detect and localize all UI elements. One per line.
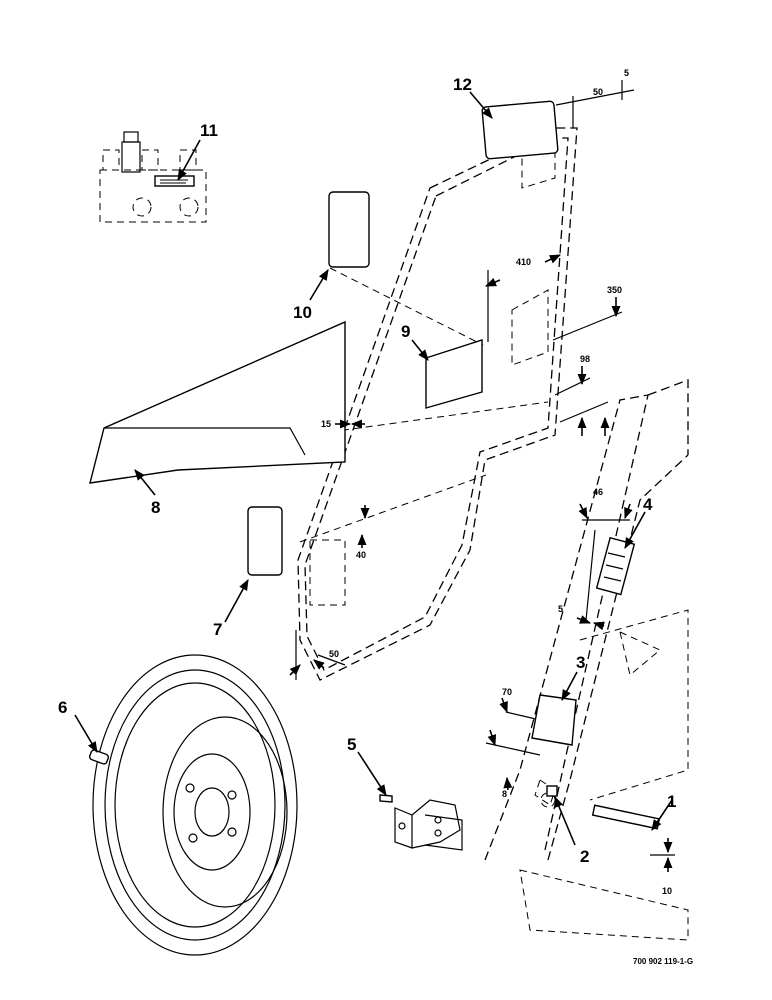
callout-6: 6: [58, 698, 67, 717]
dimension-70: 70: [502, 687, 512, 697]
decal-5-bracket: [379, 794, 463, 851]
callout-2: 2: [580, 847, 589, 866]
callout-9: 9: [401, 322, 410, 341]
dimension-15: 15: [321, 419, 331, 429]
dimension-350: 350: [607, 285, 622, 295]
side-shield-drawing: [247, 100, 578, 681]
decal-2: [546, 785, 558, 797]
decal-7: [247, 506, 283, 576]
dimension-46: 46: [593, 487, 603, 497]
callout-5: 5: [347, 735, 356, 754]
decal-3: [531, 694, 577, 746]
dimension-40: 40: [356, 550, 366, 560]
callout-8: 8: [151, 498, 160, 517]
decal-11: [154, 175, 195, 187]
decal-10: [328, 191, 370, 268]
decal-9: [425, 339, 483, 409]
callout-4: 4: [643, 495, 653, 514]
decal-12: [481, 100, 559, 160]
leader-arrows: [74, 91, 673, 846]
decal-8: [89, 320, 346, 484]
callout-3: 3: [576, 653, 585, 672]
decal-6: [88, 749, 110, 765]
dimension-8: 8: [502, 789, 507, 799]
valve-block-drawing: [99, 131, 207, 223]
dimension-5-top: 5: [624, 68, 629, 78]
tire-wheel-drawing: [88, 654, 298, 956]
baler-frame-drawing: [484, 379, 689, 941]
callout-7: 7: [213, 620, 222, 639]
callout-11: 11: [200, 121, 218, 140]
dimension-lines: [289, 80, 675, 872]
callout-1: 1: [667, 792, 676, 811]
dimension-50-top: 50: [593, 87, 603, 97]
dimension-50-bottom: 50: [329, 649, 339, 659]
dimension-10: 10: [662, 886, 672, 896]
callout-10: 10: [293, 303, 312, 322]
dimension-410: 410: [516, 257, 531, 267]
dimension-98: 98: [580, 354, 590, 364]
dimension-5-mid: 5: [558, 604, 563, 614]
decal-1: [591, 804, 661, 830]
drawing-reference-number: 700 902 119-1-G: [633, 957, 693, 966]
callout-12: 12: [453, 75, 472, 94]
decal-4: [595, 536, 636, 596]
